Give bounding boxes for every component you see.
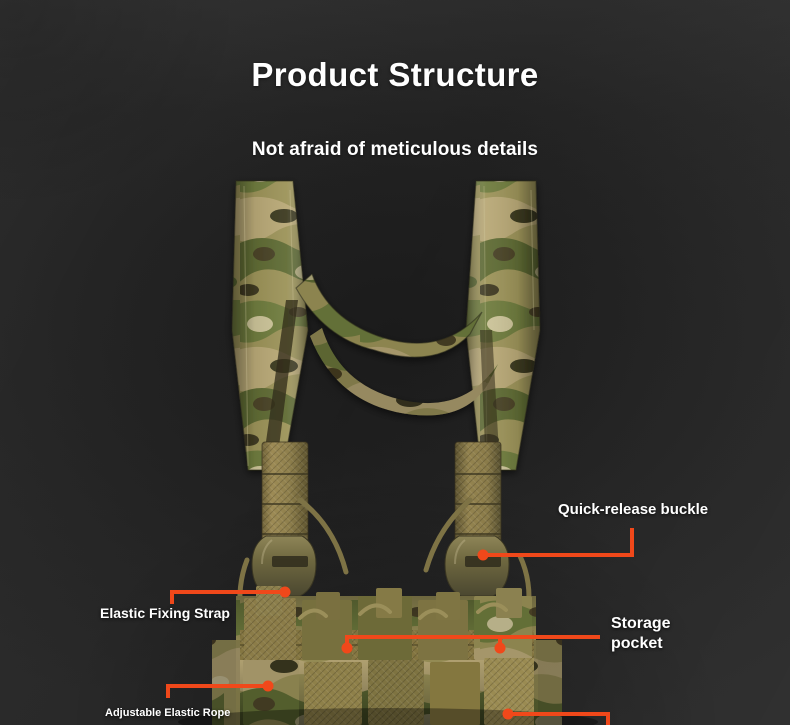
callout-quick-release-buckle: Quick-release buckle bbox=[558, 501, 709, 518]
callout-storage-pocket: Storage pocket bbox=[611, 615, 671, 653]
right-shoulder-strap bbox=[465, 180, 541, 471]
contact-shadow bbox=[178, 708, 598, 725]
right-side-wing bbox=[534, 640, 562, 725]
webbing-straps bbox=[261, 441, 502, 565]
strap-shadow-right bbox=[480, 330, 500, 470]
background-top-glow bbox=[0, 0, 790, 210]
page-title: Product Structure bbox=[251, 56, 539, 93]
pull-cords bbox=[298, 602, 508, 620]
quick-release-buckle-right bbox=[444, 535, 510, 597]
center-cross-strap-lower bbox=[310, 328, 498, 416]
pouch-flaps bbox=[243, 658, 538, 725]
strap-shadow-left bbox=[262, 300, 298, 470]
left-webbing bbox=[261, 441, 309, 565]
quick-release-buckle-left bbox=[251, 535, 317, 597]
page-subtitle: Not afraid of meticulous details bbox=[251, 139, 539, 160]
center-cross-strap bbox=[295, 272, 483, 358]
harness-straps bbox=[231, 180, 541, 471]
chest-rig-body bbox=[212, 586, 562, 725]
left-side-wing bbox=[212, 640, 240, 725]
callout-elastic-fixing-strap: Elastic Fixing Strap bbox=[100, 605, 230, 621]
callout-adjustable-elastic-rope: Adjustable Elastic Rope bbox=[105, 707, 231, 719]
left-shoulder-strap bbox=[231, 180, 309, 471]
